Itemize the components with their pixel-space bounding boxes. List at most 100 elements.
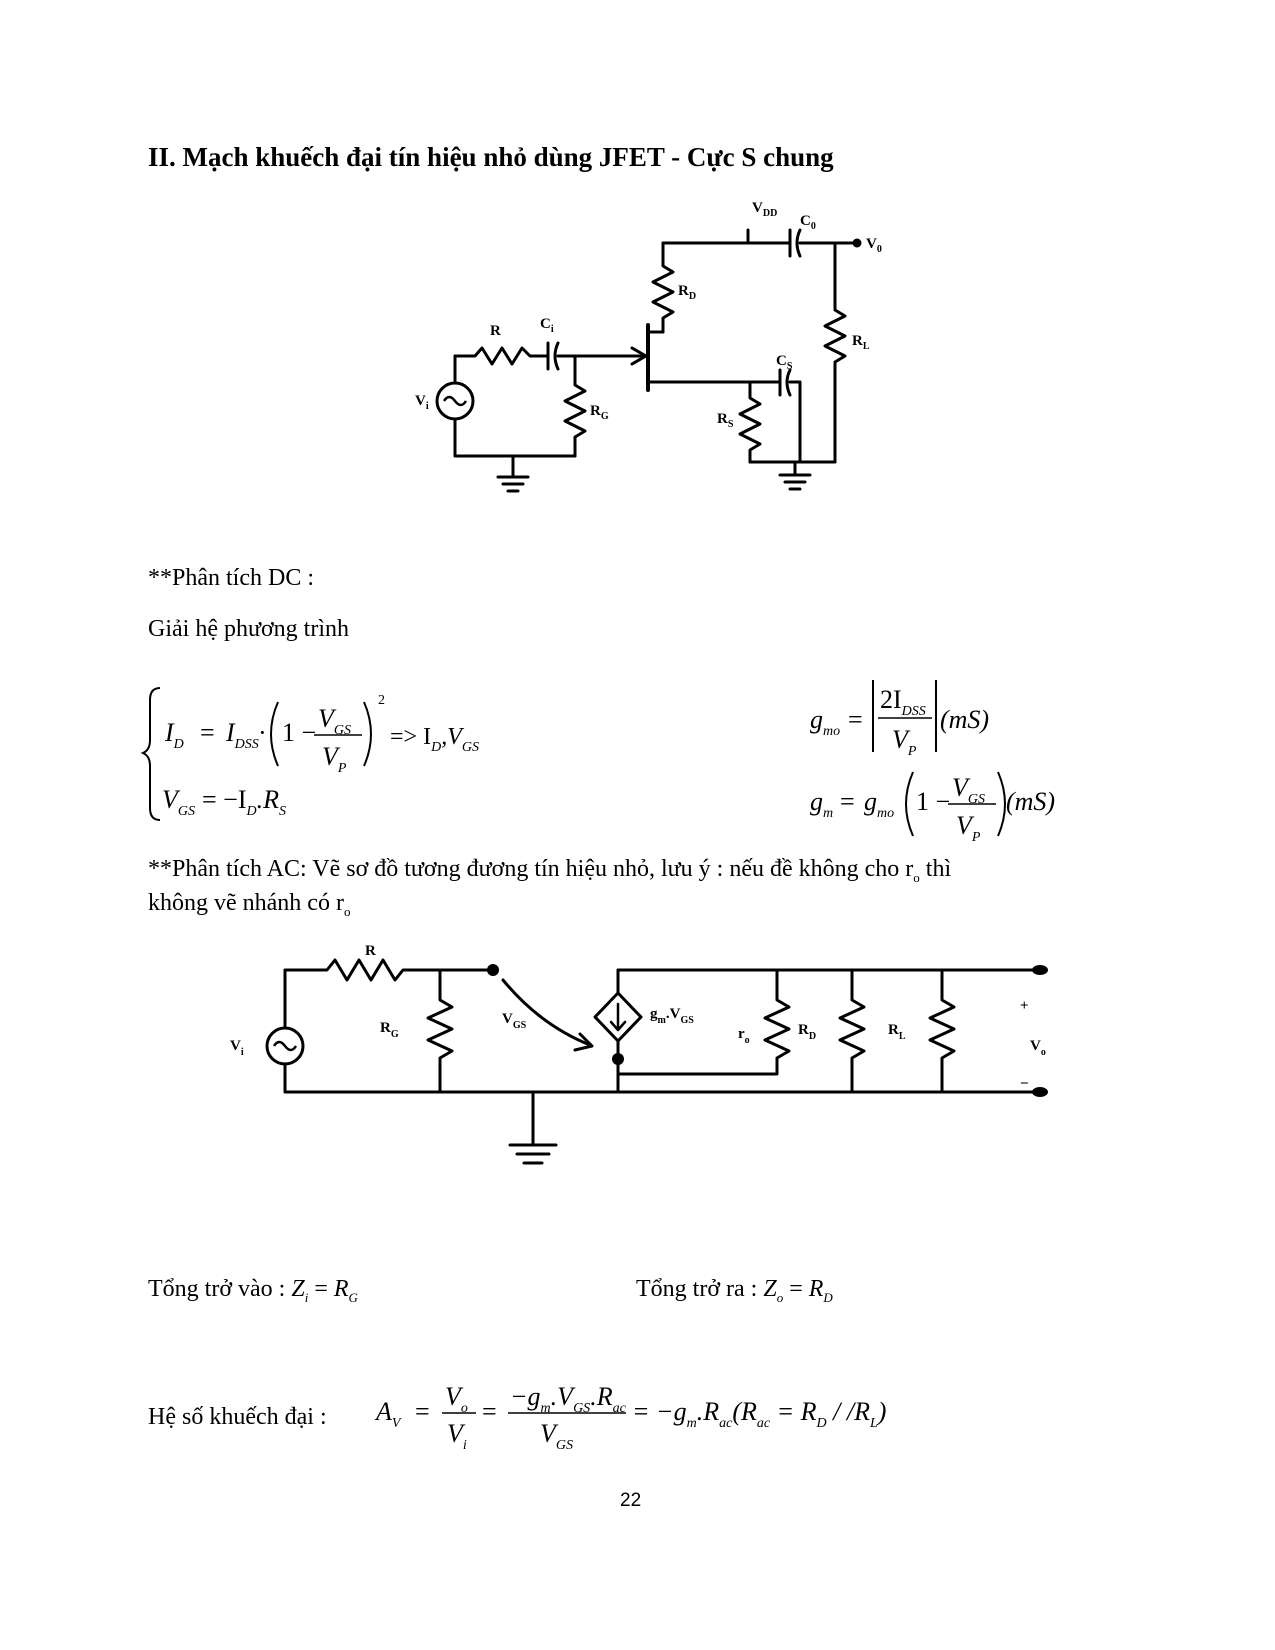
ci-label: Ci: [540, 316, 554, 335]
gain-equation: AV = Vo Vi = −gm.VGS.Rac VGS = −gm.Rac(R…: [374, 1382, 886, 1453]
eq1-vp: VP: [322, 742, 347, 776]
vo-terminal-dot: [852, 238, 862, 248]
ci-plate-right: [553, 341, 560, 371]
dc-equations: ID = IDSS· 1 − VGS VP 2 => ID,VGS VGS = …: [140, 680, 1055, 845]
rl-resistor-2: [928, 968, 956, 1094]
eq2-lhs: VGS: [162, 785, 195, 819]
small-signal-equivalent-circuit: R Vi RG VGS gm.VGS ro RD RL + − Vo: [230, 943, 1048, 1165]
ac-analysis-line1: **Phân tích AC: Vẽ sơ đồ tương đương tín…: [148, 856, 952, 885]
gain-av: AV: [374, 1397, 402, 1431]
vdd-label: VDD: [752, 200, 777, 219]
dc-analysis-title: **Phân tích DC :: [148, 565, 314, 591]
gain-num: −gm.VGS.Rac: [510, 1382, 627, 1416]
left-ground-symbol: [496, 475, 530, 493]
svg-text:=: =: [482, 1397, 497, 1426]
rd-label-2: RD: [798, 1022, 816, 1042]
gmo-num: 2IDSS: [880, 685, 926, 719]
gm-vp: VP: [956, 811, 981, 845]
eq1-paren-left: [270, 701, 279, 767]
rg-label-2: RG: [380, 1020, 399, 1040]
minus-sign: −: [1020, 1076, 1029, 1092]
bottom-left-wire: [453, 418, 577, 458]
ground-symbol-2: [508, 1143, 558, 1165]
vo-label: V0: [866, 236, 882, 255]
rg-resistor-2: [426, 968, 454, 1094]
rg-label: RG: [590, 403, 609, 422]
co-label: C0: [800, 213, 816, 232]
r-resistor-2: [283, 958, 495, 1030]
gm-equals: =: [840, 787, 855, 816]
rd-label: RD: [678, 283, 696, 302]
eq1-idss: IDSS·: [225, 718, 265, 752]
sine-wave-icon: [442, 395, 468, 407]
eq1-equals: =: [200, 718, 215, 747]
gm-unit: (mS): [1006, 787, 1055, 816]
ac-analysis-line2: không vẽ nhánh có ro: [148, 890, 351, 919]
input-impedance: Tổng trở vào : Zi = RG: [148, 1276, 358, 1305]
vo-label-2: Vo: [1030, 1038, 1046, 1058]
co-plate-right: [795, 228, 802, 258]
gm-vgs-label: gm.VGS: [650, 1006, 694, 1026]
eq1-paren-right: [363, 701, 372, 767]
eq1-lhs: ID: [164, 718, 184, 752]
eq1-one-minus: 1 −: [282, 718, 316, 747]
rg-resistor: [563, 354, 587, 458]
ro-resistor: [616, 968, 791, 1076]
right-ground-symbol: [778, 473, 812, 491]
eq1-result: => ID,VGS: [390, 724, 479, 755]
eq1-exponent: 2: [378, 693, 385, 708]
rd-resistor-2: [838, 968, 866, 1094]
gm-paren-right: [997, 771, 1006, 837]
current-arrow-icon: [609, 1002, 627, 1032]
eq1-vgs: VGS: [318, 704, 351, 738]
rs-label: RS: [717, 411, 734, 430]
gm-one-minus: 1 −: [916, 787, 950, 816]
vgs-arrow-head: [573, 1032, 594, 1052]
cs-plate-right: [785, 368, 792, 397]
gate-arrow: [630, 346, 648, 366]
r-label: R: [490, 323, 501, 339]
vgs-arrow-curve: [501, 978, 592, 1047]
cs-ground-wire: [788, 380, 802, 464]
rl-resistor: [823, 241, 847, 464]
vi-label-2: Vi: [230, 1038, 244, 1058]
page-number: 22: [620, 1490, 642, 1511]
output-plus-terminal: [1032, 965, 1048, 975]
gm-rhs: gmo: [864, 787, 894, 821]
bottom-rail: [283, 1062, 1037, 1094]
rl-label-2: RL: [888, 1022, 906, 1042]
gain-vo: Vo: [445, 1382, 468, 1416]
gain-den: VGS: [540, 1419, 573, 1453]
gain-vi: Vi: [447, 1419, 467, 1453]
section-heading: II. Mạch khuếch đại tín hiệu nhỏ dùng JF…: [148, 142, 834, 172]
ro-label: ro: [738, 1026, 750, 1046]
r-label-2: R: [365, 943, 376, 959]
gm-vgs: VGS: [952, 773, 985, 807]
rd-resistor: [651, 241, 675, 334]
gain-rhs: = −gm.Rac(Rac = RD / /RL): [632, 1397, 886, 1431]
vi-label: Vi: [415, 393, 429, 412]
output-minus-terminal: [1032, 1087, 1048, 1097]
gm-paren-left: [905, 771, 914, 837]
gmo-equals: =: [848, 705, 863, 734]
gain-label: Hệ số khuếch đại :: [148, 1404, 327, 1430]
eq2-rhs: = −ID.RS: [202, 785, 286, 819]
gm-lhs: gm: [810, 787, 833, 821]
left-brace: [140, 687, 161, 821]
jfet-common-source-schematic: VDD C0 V0 RD RL R Ci CS Vi RG RS: [415, 200, 882, 493]
gate-node-dot: [487, 964, 499, 976]
jfet-drain-source: [646, 330, 665, 384]
sine-wave-icon-2: [272, 1040, 298, 1052]
plus-sign: +: [1020, 998, 1029, 1014]
gmo-unit: (mS): [940, 705, 989, 734]
cs-label: CS: [776, 353, 793, 372]
dc-analysis-intro: Giải hệ phương trình: [148, 616, 349, 642]
rl-label: RL: [852, 333, 870, 352]
gmo-den: VP: [892, 725, 917, 759]
source-node-dot: [612, 1053, 624, 1065]
output-impedance: Tổng trở ra : Zo = RD: [636, 1276, 833, 1305]
gmo-lhs: gmo: [810, 705, 840, 739]
svg-text:=: =: [415, 1397, 430, 1426]
vgs-label: VGS: [502, 1011, 527, 1031]
rs-resistor: [738, 380, 762, 464]
